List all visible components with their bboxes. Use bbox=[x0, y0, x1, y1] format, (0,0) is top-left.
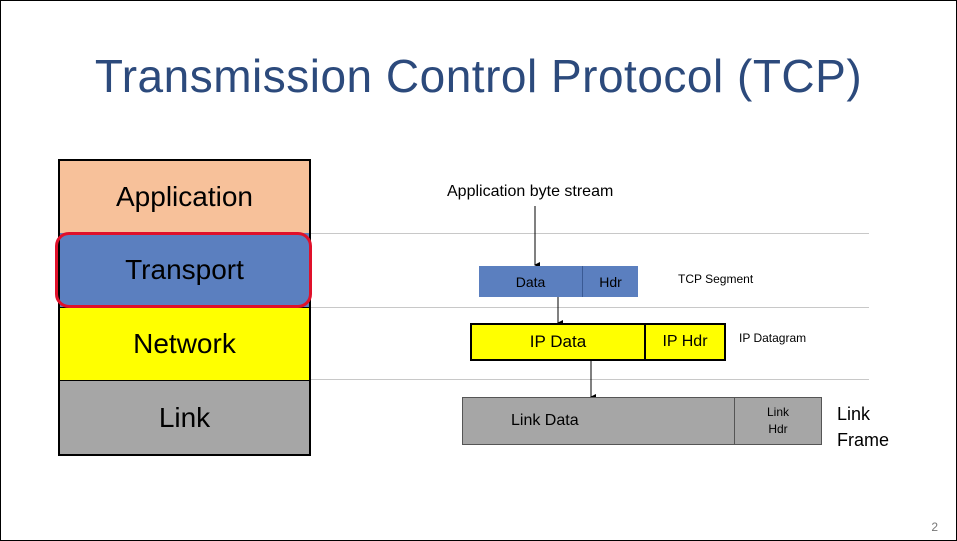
link-frame-data-label: Link Data bbox=[511, 412, 579, 429]
separator-line-transport bbox=[311, 233, 869, 234]
tcp-segment-data: Data bbox=[479, 266, 582, 297]
link-frame-caption-line1: Link bbox=[837, 404, 871, 424]
slide-title: Transmission Control Protocol (TCP) bbox=[94, 50, 863, 102]
link-frame-header-line1: Link bbox=[766, 405, 789, 419]
ip-datagram-caption: IP Datagram bbox=[739, 331, 807, 345]
transport-highlight bbox=[55, 232, 312, 308]
byte-stream-label: Application byte stream bbox=[447, 183, 614, 200]
ip-datagram-header: IP Hdr bbox=[644, 323, 726, 361]
link-frame-caption-line2: Frame bbox=[837, 430, 890, 450]
separator-line-link bbox=[311, 379, 869, 380]
link-frame-header: Link Hdr bbox=[734, 397, 822, 445]
page-number: 2 bbox=[931, 520, 938, 534]
link-frame-caption: Link Frame bbox=[837, 401, 889, 453]
layer-link-label: Link bbox=[158, 401, 211, 433]
tcp-segment-header: Hdr bbox=[582, 266, 638, 297]
layer-application: Application bbox=[58, 159, 311, 233]
separator-line-network bbox=[311, 307, 869, 308]
layer-transport-label: Transport bbox=[125, 254, 244, 285]
tcp-segment-data-label: Data bbox=[515, 273, 546, 290]
link-frame-data: Link Data bbox=[462, 397, 735, 445]
layer-link: Link bbox=[58, 381, 311, 456]
tcp-segment-caption: TCP Segment bbox=[678, 272, 754, 286]
ip-datagram-data-label: IP Data bbox=[529, 332, 587, 351]
layer-application-label: Application bbox=[116, 181, 253, 212]
link-frame-header-line2: Hdr bbox=[768, 422, 788, 436]
ip-datagram-data: IP Data bbox=[470, 323, 646, 361]
layer-network: Network bbox=[58, 308, 311, 381]
tcp-segment-header-label: Hdr bbox=[599, 273, 622, 290]
layer-network-label: Network bbox=[133, 328, 236, 359]
ip-datagram-header-label: IP Hdr bbox=[662, 333, 708, 350]
